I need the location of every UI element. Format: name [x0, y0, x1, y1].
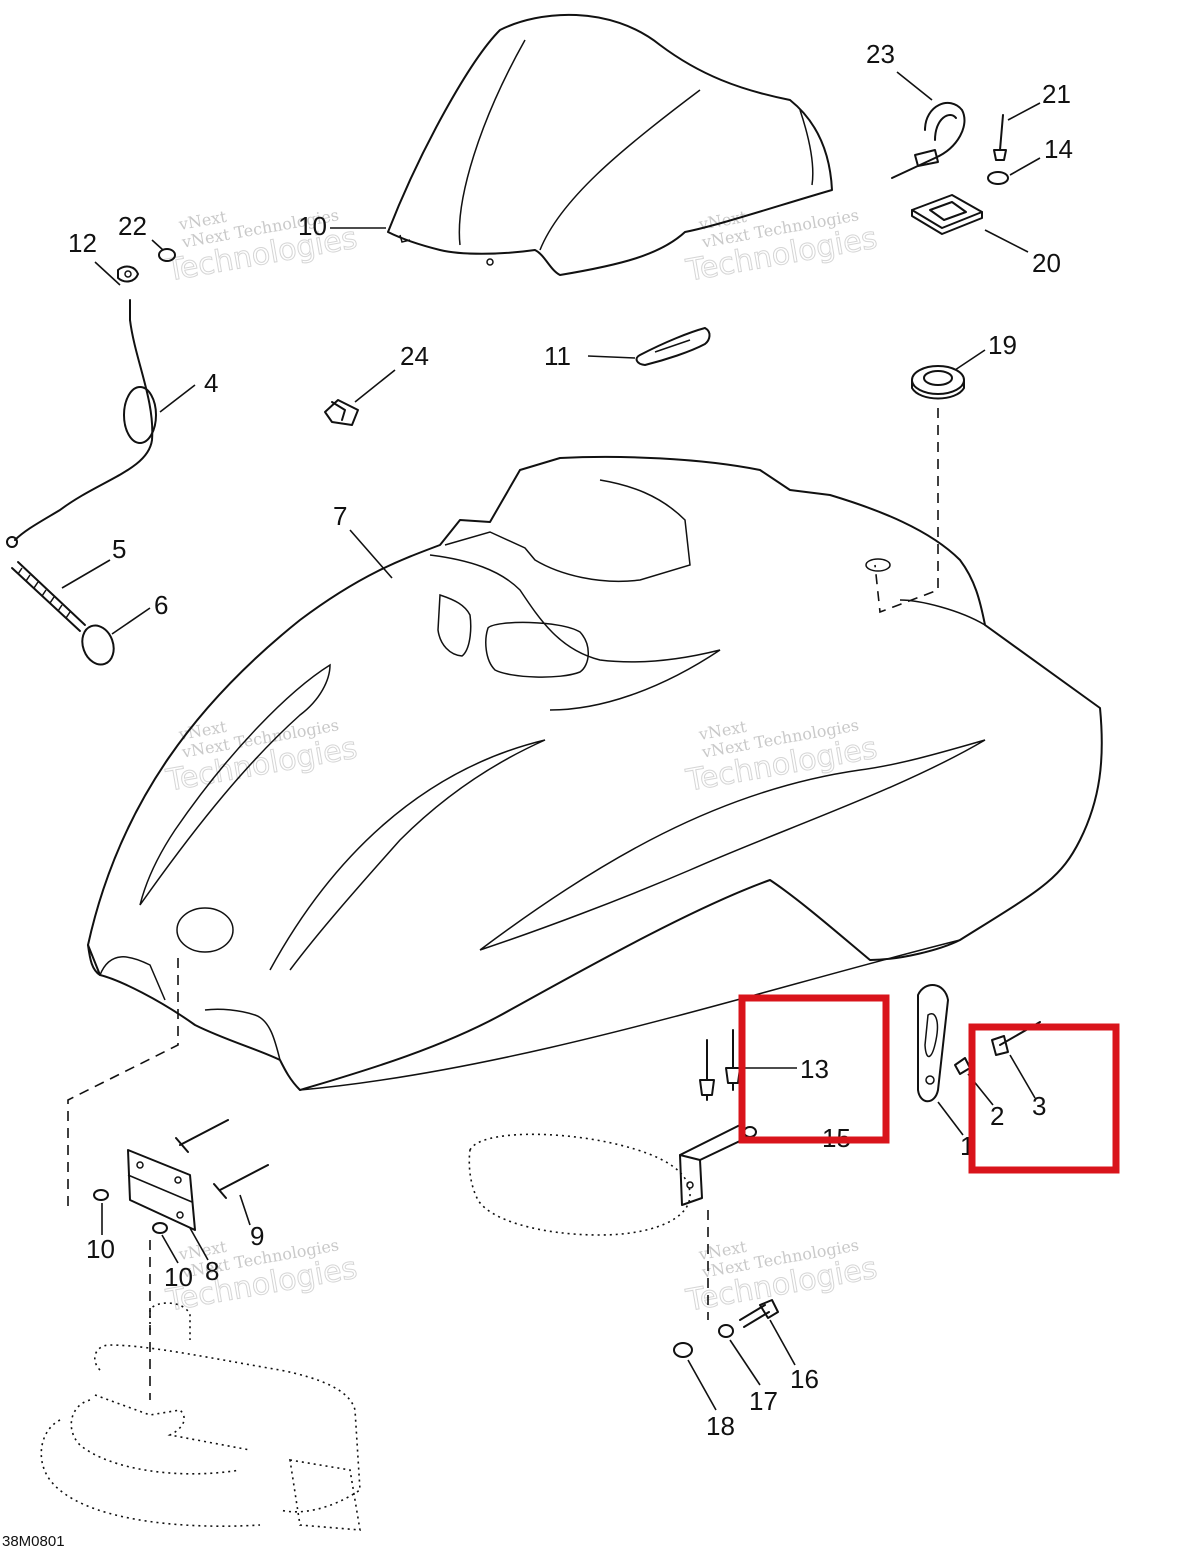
- pin-2: [954, 1057, 971, 1075]
- callout-8: 8: [205, 1256, 219, 1286]
- bolt-17: [739, 1299, 779, 1328]
- watermarks: vNext vNext Technologies Technologies vN…: [162, 205, 880, 1319]
- callout-5: 5: [112, 534, 126, 564]
- highlight-box-3: [968, 1023, 1120, 1174]
- mount-base: [911, 194, 983, 235]
- callout-9: 9: [250, 1221, 264, 1251]
- callout-22: 21: [1042, 79, 1071, 109]
- callout-10a: 10: [86, 1234, 115, 1264]
- washer-15: [987, 171, 1009, 185]
- callout-10b: 10: [164, 1262, 193, 1292]
- nut-13: [117, 265, 139, 283]
- drawing-code: 38M0801: [2, 1533, 65, 1550]
- ring: [81, 624, 115, 666]
- hinge: [127, 1119, 269, 1231]
- callout-14: 13: [800, 1054, 829, 1084]
- callout-23: 22: [118, 211, 147, 241]
- callout-25: 24: [400, 341, 429, 371]
- washer-18: [718, 1324, 734, 1338]
- washer-10a: [93, 1189, 109, 1201]
- callout-12: 11: [544, 341, 571, 371]
- handle-1: [917, 984, 949, 1103]
- hole-16: [743, 1126, 757, 1138]
- cable-tie: [891, 101, 966, 179]
- threaded-rod: [11, 561, 86, 632]
- callout-7: 7: [333, 501, 347, 531]
- callout-4: 4: [204, 368, 218, 398]
- callout-3: 3: [1032, 1091, 1046, 1121]
- callout-labels: 12 22 10 11 23 21 14 20 19 24 4 5 6 7 13…: [68, 39, 1073, 1441]
- clip: [324, 399, 359, 426]
- highlight-box-14: [738, 994, 890, 1144]
- washer-23: [158, 248, 176, 262]
- tether-cable: [6, 299, 157, 548]
- light-housing: [468, 1133, 691, 1236]
- rivets: [699, 1029, 741, 1101]
- dashed-path-hood: [67, 958, 179, 1210]
- callout-13: 12: [68, 228, 97, 258]
- callout-6: 6: [154, 590, 168, 620]
- dashed-path-20: [874, 408, 939, 614]
- callout-21: 20: [1032, 248, 1061, 278]
- hood-hole: [865, 558, 891, 572]
- callout-17: 16: [790, 1364, 819, 1394]
- windshield: [387, 13, 833, 276]
- grommet: [911, 365, 965, 400]
- callout-24: 23: [866, 39, 895, 69]
- callout-2: 2: [990, 1101, 1004, 1131]
- washer-10b: [152, 1222, 168, 1234]
- washer-19: [673, 1342, 693, 1358]
- callout-11: 10: [298, 211, 327, 241]
- callout-15: 14: [1044, 134, 1073, 164]
- callout-19: 18: [706, 1411, 735, 1441]
- screw-22: [993, 114, 1007, 161]
- leader-lines: [61, 71, 1041, 1411]
- hood: [87, 455, 1103, 1091]
- callout-20: 19: [988, 330, 1017, 360]
- callout-18: 17: [749, 1386, 778, 1416]
- bumper: [40, 1302, 361, 1531]
- bracket: [679, 1124, 743, 1206]
- strap: [635, 327, 711, 366]
